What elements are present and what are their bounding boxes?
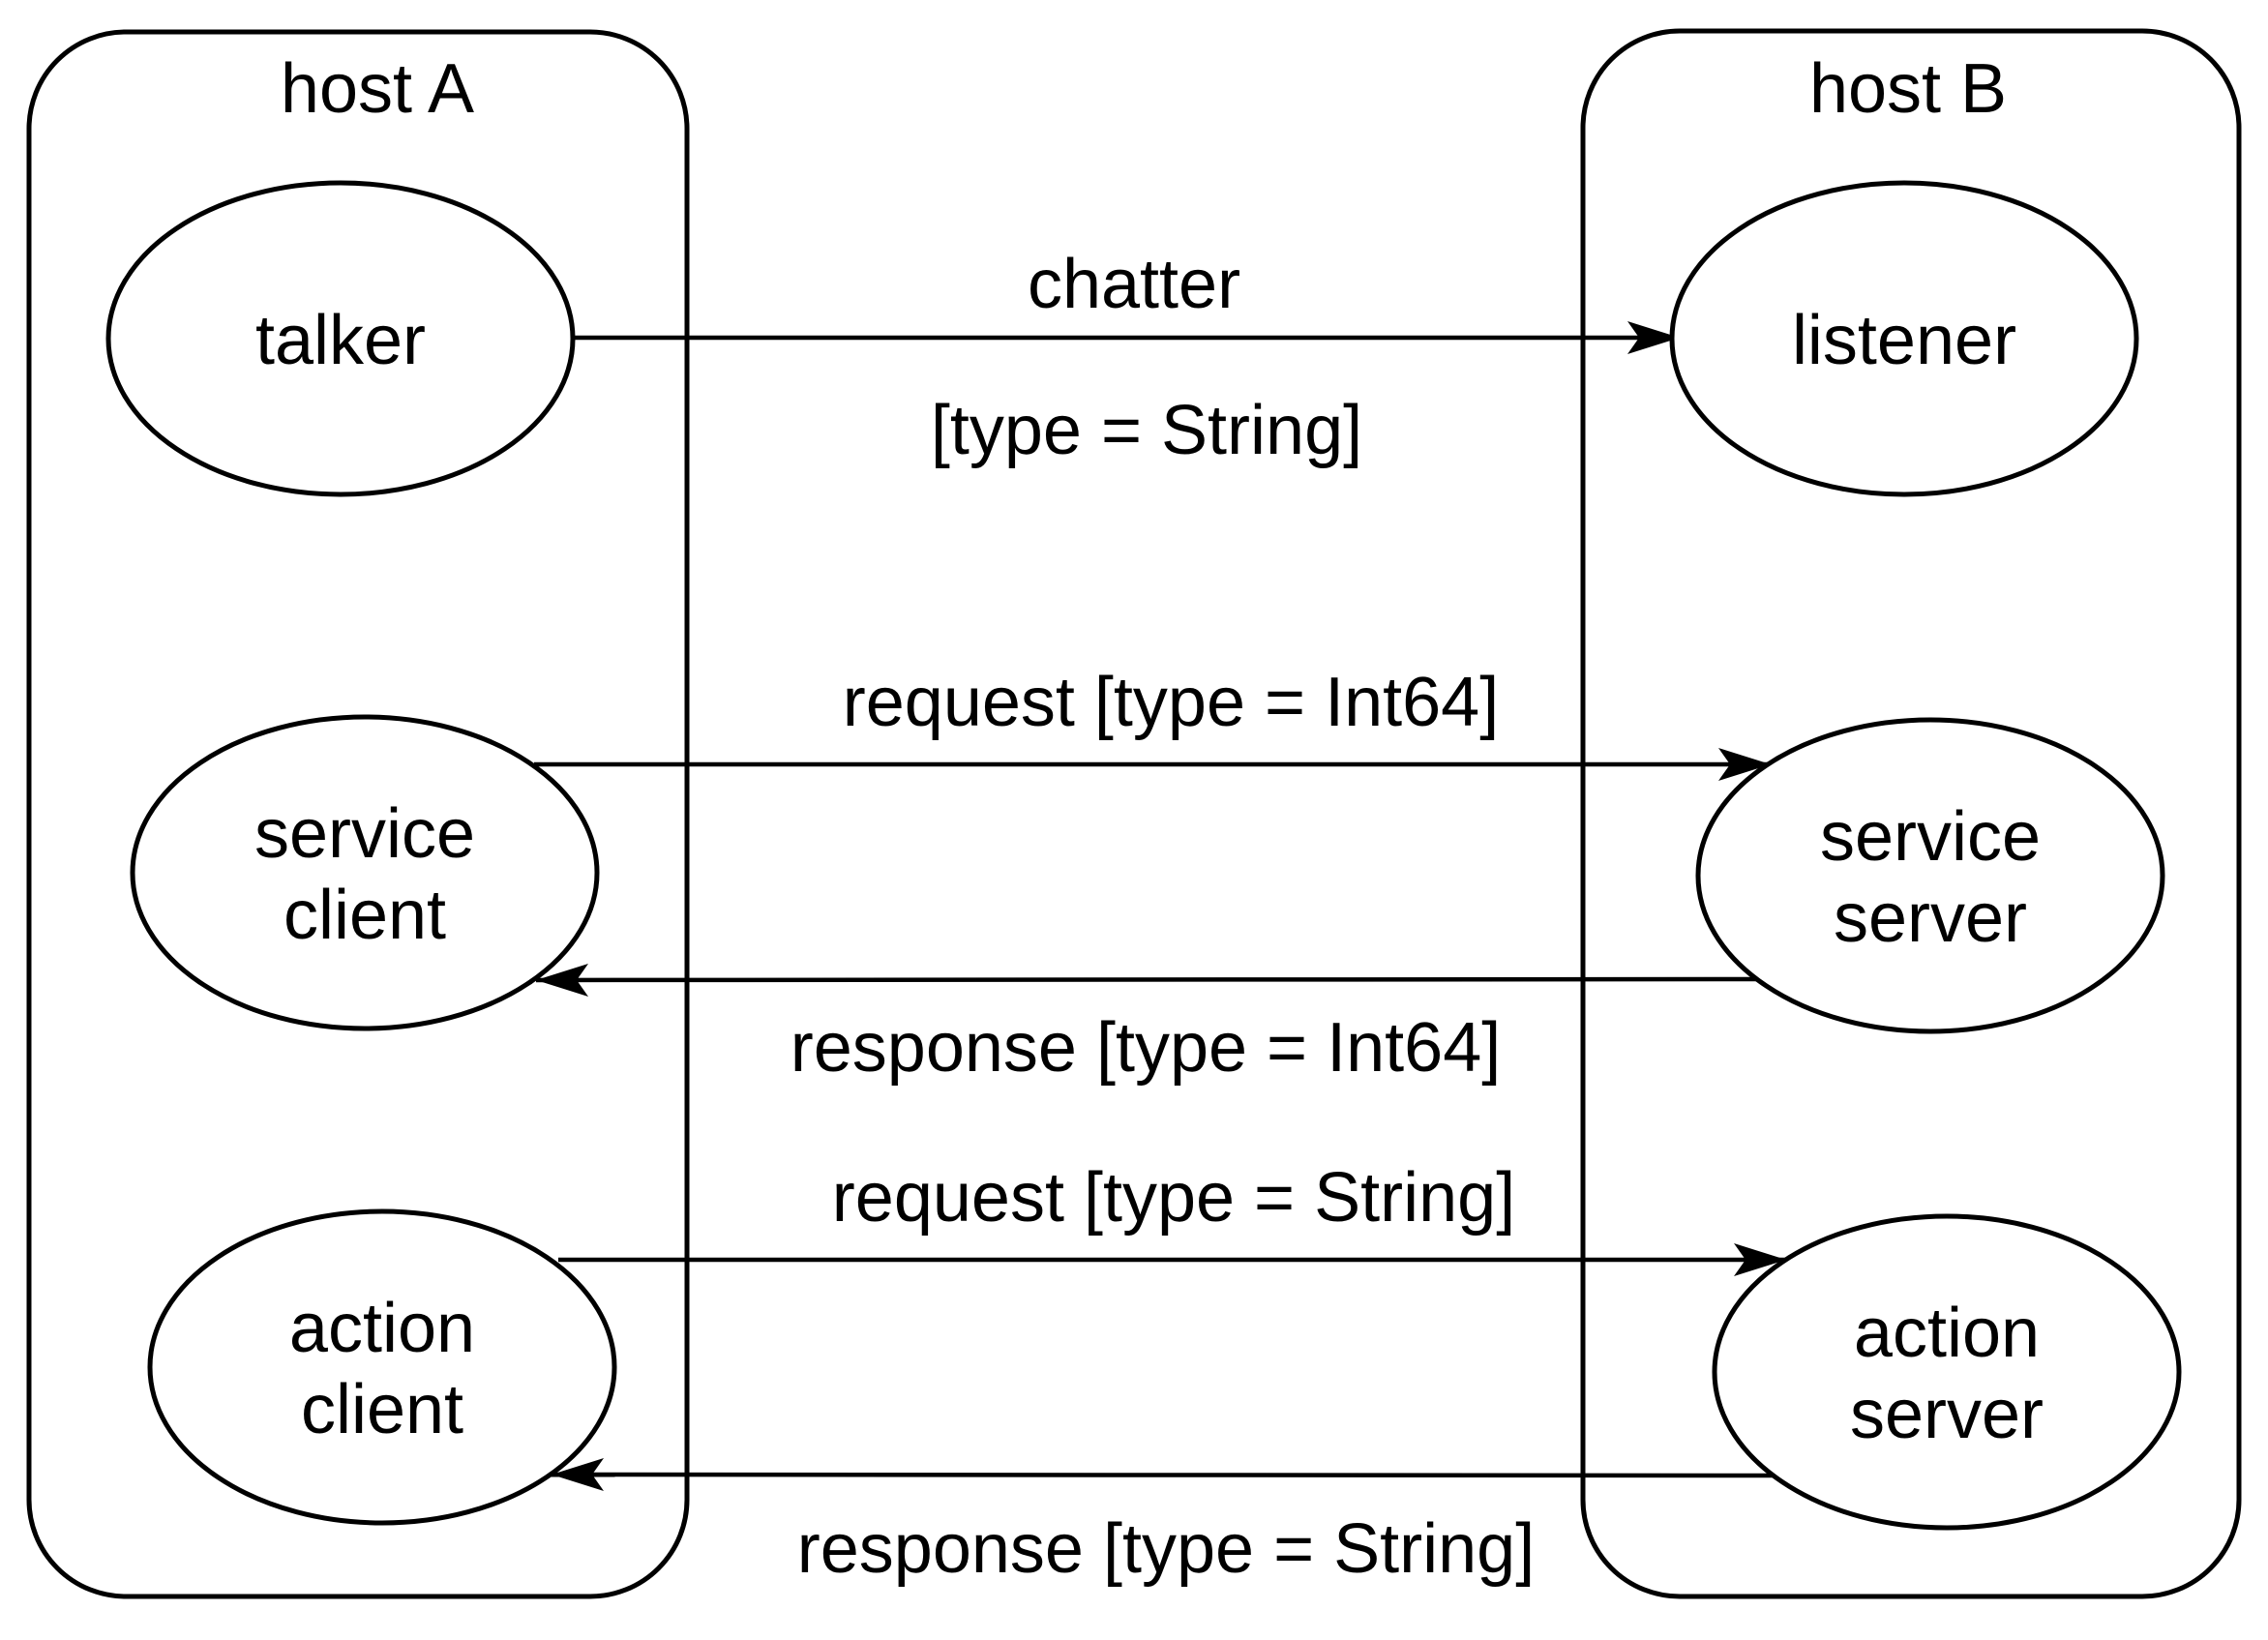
service-client-label-line2: client [284,877,446,954]
action-server-label-line2: server [1850,1376,2044,1453]
listener-label: listener [1792,302,2016,379]
action-server-node [1712,1213,2182,1531]
host-a-label: host A [281,50,474,128]
action-server-label-line1: action [1854,1295,2040,1372]
service-server-label-line2: server [1834,880,2027,957]
service-client-label-line1: service [254,795,475,873]
chatter-label: chatter [1028,246,1240,323]
action-client-label-line1: action [289,1290,475,1367]
action-request-label: request [type = String] [832,1159,1515,1237]
host-a-box [26,29,690,1599]
service-server-label-line1: service [1820,798,2041,876]
host-b-label: host B [1809,50,2007,128]
service-server-node [1695,717,2165,1034]
talker-label: talker [255,302,426,379]
action-response-arrow [551,1458,1775,1492]
service-response-arrow [535,963,1758,997]
talker-node [105,180,576,497]
action-client-node [147,1208,617,1526]
listener-node [1669,180,2139,497]
host-b-box [1580,28,2242,1599]
chatter-type-label: [type = String] [931,392,1362,469]
service-request-label: request [type = Int64] [843,664,1499,741]
service-response-label: response [type = Int64] [791,1009,1501,1087]
action-response-label: response [type = String] [797,1510,1535,1588]
action-client-label-line2: client [301,1371,463,1448]
service-client-node [130,714,600,1031]
